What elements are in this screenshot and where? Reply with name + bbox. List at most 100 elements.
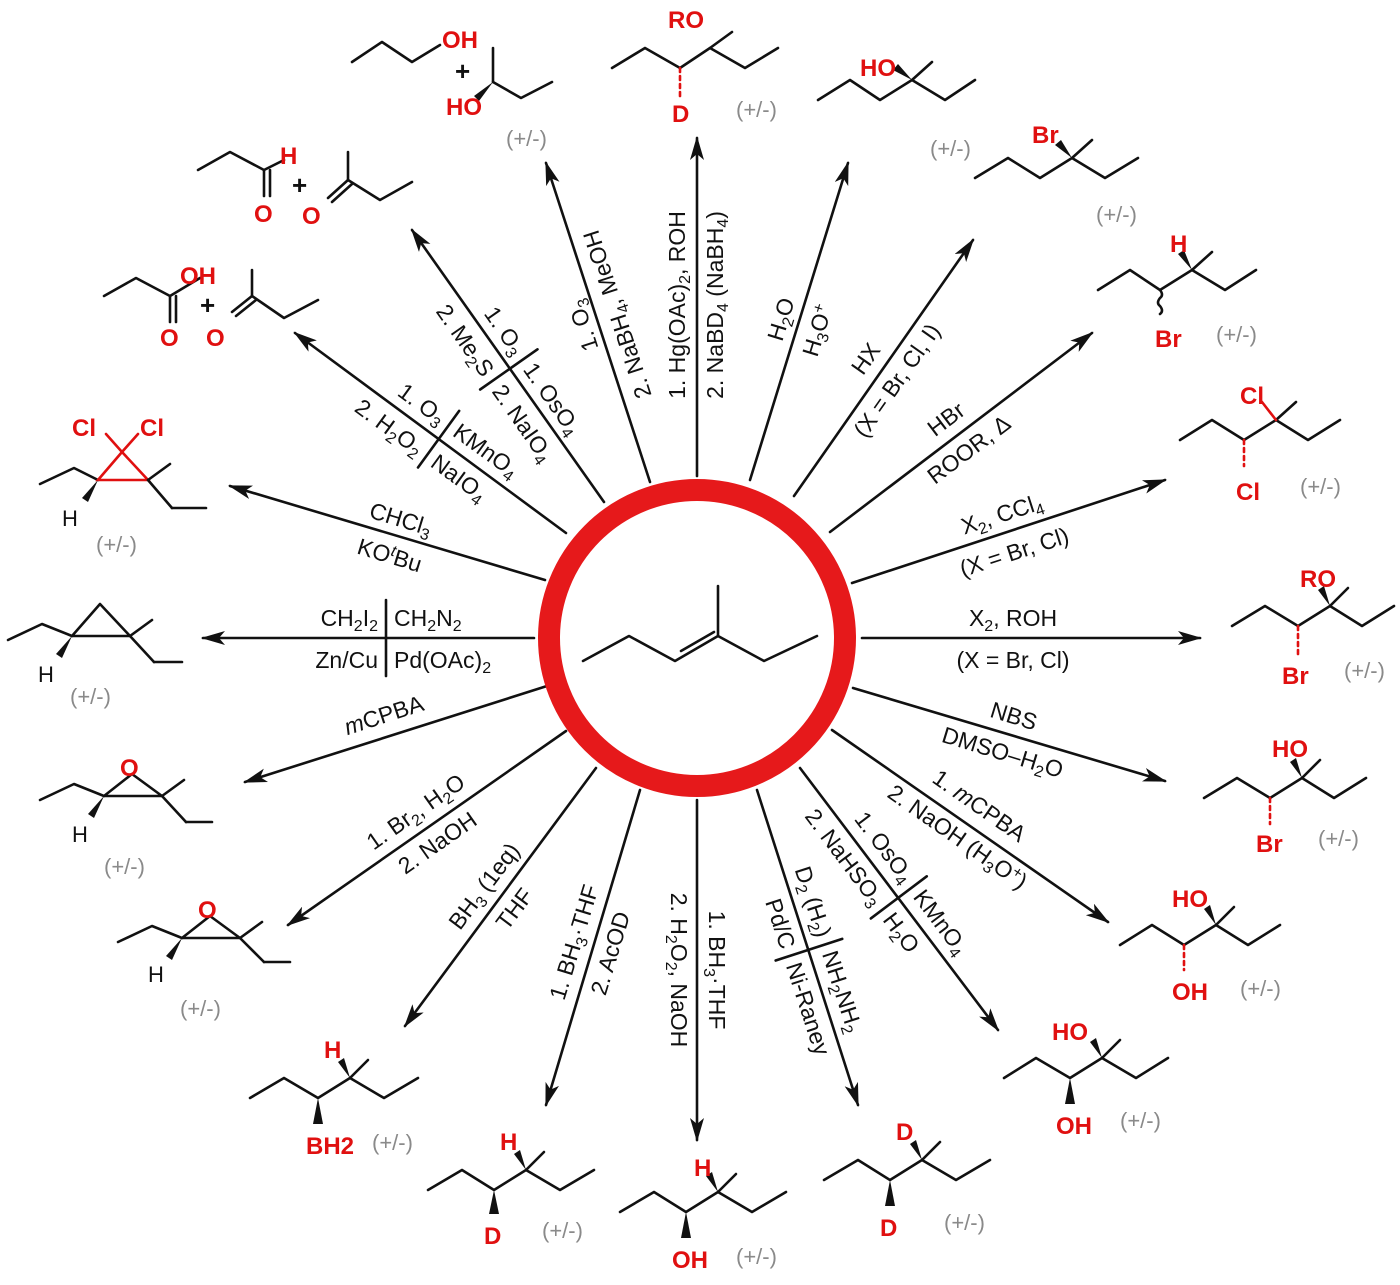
racemic-label: (+/-) [1216, 322, 1257, 347]
svg-text:(X = Br, Cl): (X = Br, Cl) [956, 647, 1069, 673]
product-radical-hbr: H Br (+/-) [1096, 231, 1258, 353]
racemic-label: (+/-) [736, 97, 777, 122]
product-ozonolysis-me2s: H O + O [196, 143, 414, 230]
atom-br: Br [1155, 326, 1182, 353]
atom-ho: HO [860, 55, 896, 82]
starting-alkene [581, 584, 819, 663]
product-halohydrin: HO Br (+/-) [1202, 736, 1368, 858]
atom-o: O [160, 325, 179, 352]
svg-text:H2O: H2O [875, 907, 925, 960]
reagent-dichlorocarbene: CHCl3 KOtBu [354, 497, 435, 577]
atom-o: O [198, 897, 217, 924]
plus-sign: + [455, 56, 470, 86]
atom-oh: OH [442, 27, 478, 54]
product-halohydrin-epoxide: O H (+/-) [116, 897, 292, 1021]
atom-ho: HO [1172, 886, 1208, 913]
product-syn-diol: HO OH (+/-) [1002, 1019, 1170, 1140]
arrow-ozonolysis-nabh4 [544, 161, 652, 484]
racemic-label: (+/-) [372, 1130, 413, 1155]
atom-cl: Cl [1236, 479, 1260, 506]
atom-oh: OH [672, 1247, 708, 1274]
reagent-cyclopropanation: CH2I2 CH2N2 Zn/Cu Pd(OAc)2 [315, 598, 491, 678]
reagent-halohydrin: NBS DMSO–H2O [938, 697, 1067, 787]
svg-text:THF: THF [491, 883, 539, 934]
atom-h: H [694, 1155, 711, 1182]
atom-o: O [254, 201, 273, 228]
atom-cl: Cl [72, 415, 96, 442]
center-ring [538, 479, 856, 797]
atom-ro: RO [1300, 566, 1336, 593]
svg-text:1. Hg(OAc)2, ROH: 1. Hg(OAc)2, ROH [664, 211, 694, 399]
reagent-epoxidation: mCPBA [341, 690, 427, 740]
racemic-label: (+/-) [1120, 1108, 1161, 1133]
product-hydration: HO (+/-) [816, 55, 977, 161]
racemic-label: (+/-) [1240, 976, 1281, 1001]
reagent-hydroboration-oxidation: 1. BH3·THF 2. H2O2, NaOH [662, 893, 730, 1048]
product-oxidative-cleavage: OH O + O [102, 263, 320, 352]
racemic-label: (+/-) [1096, 202, 1137, 227]
racemic-label: (+/-) [944, 1210, 985, 1235]
product-ozonolysis-nabh4: OH + HO (+/-) [350, 27, 554, 151]
product-halogenation: Cl Cl (+/-) [1178, 383, 1342, 506]
svg-text:H2O: H2O [762, 295, 803, 345]
svg-text:mCPBA: mCPBA [341, 690, 427, 740]
atom-o: O [206, 325, 225, 352]
arrow-oxidative-cleavage [293, 331, 568, 535]
svg-text:Zn/Cu: Zn/Cu [315, 647, 378, 673]
atom-ho: HO [1052, 1019, 1088, 1046]
arrow-halohydrin-epoxide [286, 729, 568, 927]
product-anti-diol: HO OH (+/-) [1118, 886, 1282, 1006]
atom-ho: HO [1272, 736, 1308, 763]
racemic-label: (+/-) [506, 126, 547, 151]
svg-text:2. NaBD4 (NaBH4): 2. NaBD4 (NaBH4) [702, 211, 732, 399]
arrow-ozonolysis-me2s [410, 228, 606, 504]
arrow-halogenation [850, 478, 1167, 585]
atom-bh2: BH2 [306, 1133, 354, 1160]
racemic-label: (+/-) [930, 136, 971, 161]
product-deuteration: D D (+/-) [822, 1119, 992, 1242]
atom-ho: HO [446, 94, 482, 121]
arrow-hydration [748, 161, 850, 482]
racemic-label: (+/-) [180, 996, 221, 1021]
arrow-halohydrin [851, 686, 1167, 783]
arrow-hydroboration-acod [544, 788, 642, 1107]
product-hydroboration: H BH2 (+/-) [248, 1037, 420, 1160]
svg-text:CH2I2: CH2I2 [321, 605, 379, 635]
arrow-hx [792, 238, 975, 498]
arrow-epoxidation [243, 684, 549, 784]
product-dichlorocarbene: Cl Cl H (+/-) [38, 415, 208, 557]
racemic-label: (+/-) [736, 1244, 777, 1269]
atom-h: H [280, 143, 297, 170]
atom-oh: OH [180, 263, 216, 290]
svg-text:Pd(OAc)2: Pd(OAc)2 [394, 647, 491, 677]
product-hydroboration-acod: H D (+/-) [426, 1129, 596, 1250]
atom-ro: RO [668, 7, 704, 34]
atom-d: D [880, 1215, 897, 1242]
atom-d: D [896, 1119, 913, 1146]
atom-h: H [38, 662, 54, 687]
atom-br: Br [1282, 663, 1309, 690]
arrow-dichlorocarbene [228, 484, 547, 582]
atom-h: H [148, 962, 164, 987]
atom-cl: Cl [1240, 383, 1264, 410]
racemic-label: (+/-) [96, 532, 137, 557]
arrow-radical-hbr [828, 331, 1094, 534]
product-epoxidation: O H (+/-) [38, 755, 214, 879]
atom-h: H [72, 822, 88, 847]
arrow-syn-diol [798, 766, 1000, 1032]
plus-sign: + [292, 170, 307, 200]
product-haloether: RO Br (+/-) [1230, 566, 1396, 690]
svg-text:2. H2O2, NaOH: 2. H2O2, NaOH [662, 893, 692, 1048]
product-hydroboration-oxidation: H OH (+/-) [618, 1155, 788, 1274]
svg-text:X2, ROH: X2, ROH [969, 605, 1057, 635]
arrow-hydroboration [403, 766, 598, 1028]
racemic-label: (+/-) [542, 1218, 583, 1243]
atom-o: O [302, 203, 321, 230]
atom-oh: OH [1172, 979, 1208, 1006]
arrow-anti-diol [830, 728, 1110, 924]
racemic-label: (+/-) [70, 684, 111, 709]
svg-text:1. BH3·THF: 1. BH3·THF [700, 911, 730, 1030]
atom-d: D [672, 101, 689, 128]
